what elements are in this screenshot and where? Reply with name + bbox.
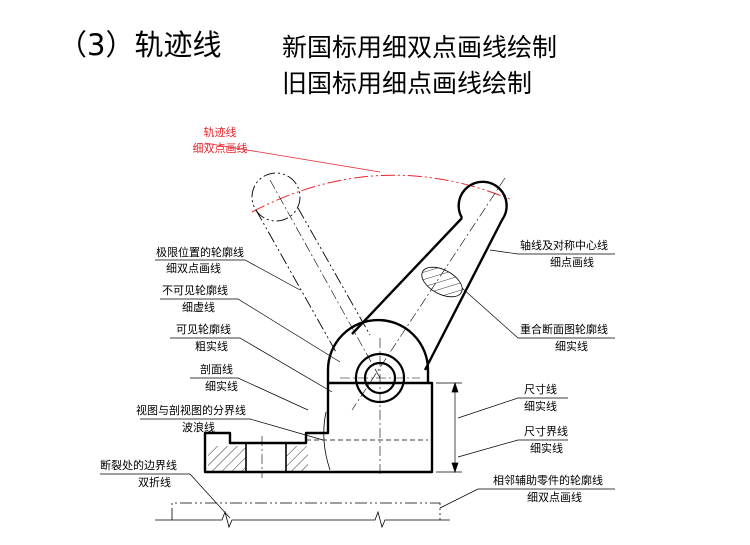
label-hidden-2: 细虚线	[182, 300, 215, 314]
trajectory-leader	[204, 142, 381, 173]
dimension	[436, 381, 462, 474]
slide-subtitle-line2: 旧国标用细点画线绘制	[282, 69, 533, 98]
label-adjacent-1: 相邻辅助零件的轮廓线	[493, 473, 603, 487]
label-adjacent-2: 细双点画线	[527, 490, 582, 504]
label-extreme-pos-1: 极限位置的轮廓线	[156, 245, 244, 259]
label-trajectory-2: 细双点画线	[193, 141, 248, 155]
label-section-1: 剖面线	[200, 362, 233, 376]
leader-lines	[100, 249, 615, 519]
label-break-2: 双折线	[138, 475, 171, 489]
annotation-labels: 轨迹线 细双点画线 极限位置的轮廓线 细双点画线 不可见轮廓线 细虚线 可见轮廓…	[100, 125, 608, 504]
label-dim-2: 细实线	[524, 399, 557, 413]
label-axis-1: 轴线及对称中心线	[520, 238, 608, 252]
label-hidden-1: 不可见轮廓线	[162, 283, 228, 297]
label-visible-1: 可见轮廓线	[176, 322, 231, 336]
slide-subtitle-line1: 新国标用细双点画线绘制	[282, 33, 558, 62]
label-visible-2: 粗实线	[195, 339, 228, 353]
label-overlap-2: 细实线	[555, 339, 588, 353]
base	[203, 381, 434, 478]
working-arm	[351, 180, 508, 371]
label-break-1: 断裂处的边界线	[100, 458, 177, 472]
overlap-section	[421, 266, 463, 298]
adjacent-part	[155, 502, 450, 529]
label-dim-1: 尺寸线	[524, 382, 557, 396]
hub	[326, 318, 430, 475]
label-boundary-2: 波浪线	[182, 420, 215, 434]
label-axis-2: 细点画线	[550, 255, 594, 269]
label-section-2: 细实线	[205, 379, 238, 393]
trajectory-arc	[251, 174, 513, 213]
label-overlap-1: 重合断面图轮廓线	[520, 322, 608, 336]
label-extreme-pos-2: 细双点画线	[166, 261, 221, 275]
phantom-arm	[251, 172, 371, 353]
phantom-arm-axis	[269, 179, 381, 379]
label-ext-1: 尺寸界线	[524, 424, 568, 438]
label-ext-2: 细实线	[530, 441, 563, 455]
label-boundary-1: 视图与剖视图的分界线	[136, 403, 246, 417]
label-trajectory-1: 轨迹线	[204, 125, 237, 139]
slide-title: （3）轨迹线	[58, 28, 222, 62]
